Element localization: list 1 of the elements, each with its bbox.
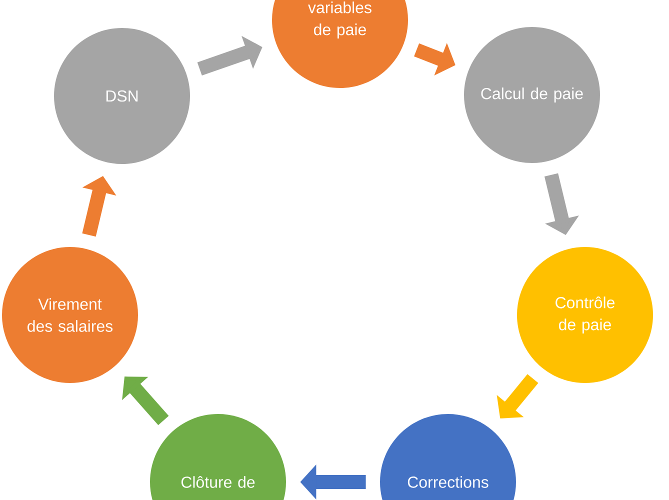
arrow	[122, 376, 169, 426]
